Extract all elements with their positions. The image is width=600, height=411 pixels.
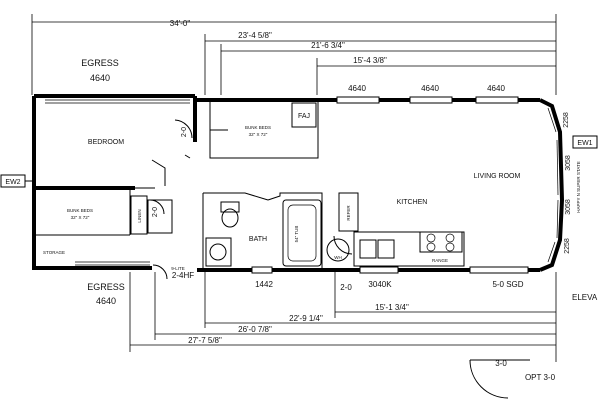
dim-bottom-2: 22'-9 1/4" <box>289 314 323 323</box>
ew1-label: EW1 <box>577 140 592 147</box>
storage-label: STORAGE <box>43 250 65 255</box>
bunk-beds-top-size: 32" X 72" <box>249 132 268 137</box>
top-windows <box>336 96 519 104</box>
bottom-windows <box>251 266 529 274</box>
door-code-bedroom-closet: 2-0 <box>181 127 188 137</box>
egress-window-top <box>45 99 190 104</box>
window-code-top-3: 4640 <box>487 84 505 93</box>
room-label-bedroom: BEDROOM <box>88 139 124 146</box>
window-code-kitchen: 3040K <box>368 280 392 289</box>
opt-door-label: OPT 3-0 <box>525 373 556 382</box>
elevation-label: ELEVA <box>572 293 598 302</box>
optional-door <box>469 359 530 399</box>
window-code-right-top: 2258 <box>563 112 570 128</box>
faj-label: FAJ <box>298 113 310 120</box>
egress-bottom-label: EGRESS <box>87 282 125 292</box>
exterior-walls <box>32 94 565 272</box>
window-code-right-bottom: 2258 <box>564 238 571 254</box>
bunk-beds-top-label: BUNK BEDS <box>245 125 271 130</box>
door-code-opt: 3-0 <box>495 359 507 368</box>
door-code-entry: 2-4HF <box>172 271 194 280</box>
window-code-top-2: 4640 <box>421 84 439 93</box>
dim-bottom-3: 26'-0 7/8" <box>238 325 272 334</box>
top-dimension-lines <box>31 14 557 95</box>
lite-label: 9-LITE <box>171 266 185 271</box>
door-code-wh: 2-0 <box>340 283 352 292</box>
ew2-tag <box>0 174 34 188</box>
dim-bottom-1: 15'-1 3/4" <box>375 303 409 312</box>
range-label: RANGE <box>432 258 448 263</box>
bay-windows <box>547 107 559 263</box>
linen-label: LINEN <box>137 209 142 222</box>
dim-top-2: 23'-4 5/8" <box>238 31 272 40</box>
dim-top-3: 21'-6 3/4" <box>311 41 345 50</box>
room-label-bath: BATH <box>249 236 267 243</box>
bottom-dimension-lines <box>129 272 557 362</box>
dim-top-4: 15'-4 3/8" <box>353 56 387 65</box>
room-label-kitchen: KITCHEN <box>397 199 428 206</box>
side-note: HAPPY N SUPER STATE <box>576 161 581 213</box>
bunk-beds-left-size: 32" X 72" <box>71 215 90 220</box>
door-code-sliding: 5-0 SGD <box>492 280 523 289</box>
egress-window-bottom <box>75 261 150 266</box>
egress-top-label: EGRESS <box>81 58 119 68</box>
wh-label: WH <box>334 255 342 260</box>
window-code-right-mid-2: 3058 <box>565 199 572 215</box>
dim-overall-top: 34'-0" <box>170 19 191 28</box>
window-code-top-1: 4640 <box>348 84 366 93</box>
interior-walls <box>34 100 465 280</box>
ew1-tag <box>572 135 598 149</box>
tub-label: 54" TUB <box>294 226 299 243</box>
refer-label: REFER <box>346 205 351 221</box>
window-code-bath: 1442 <box>255 280 273 289</box>
room-label-living-room: LIVING ROOM <box>474 173 521 180</box>
dim-bottom-4: 27'-7 5/8" <box>188 336 222 345</box>
window-code-right-mid-1: 3058 <box>565 155 572 171</box>
door-code-linen: 2-0 <box>152 207 159 217</box>
bunk-beds-left-label: BUNK BEDS <box>67 208 93 213</box>
egress-bottom-code: 4640 <box>96 296 116 306</box>
ew2-label: EW2 <box>5 179 20 186</box>
egress-top-code: 4640 <box>90 73 110 83</box>
